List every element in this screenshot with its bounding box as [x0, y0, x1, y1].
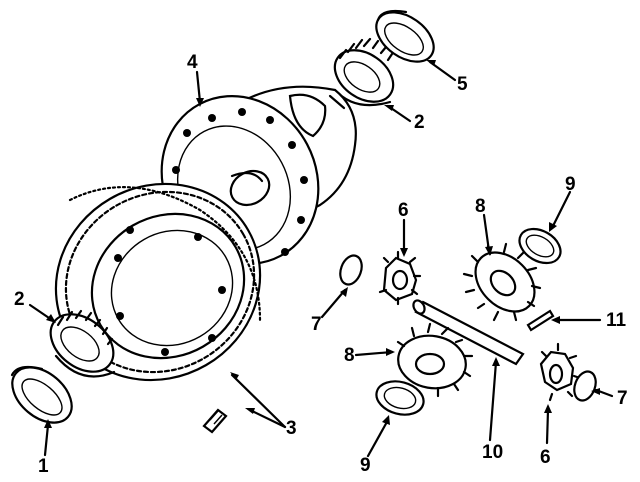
part-2-upper-bearing [333, 37, 395, 107]
callout-2-lower-bearing: 2 [14, 289, 25, 310]
part-7-thrust-washer-right [573, 370, 597, 402]
part-9-thrust-washer-lower [375, 380, 425, 416]
callout-6-upper: 6 [398, 200, 409, 221]
callout-9-lower: 9 [360, 455, 371, 476]
part-10-pinion-shaft [412, 299, 525, 366]
callout-10: 10 [482, 442, 503, 463]
part-8-side-gear-lower [396, 322, 474, 398]
part-6-pinion-gear-lower [539, 342, 582, 402]
part-9-thrust-washer-upper [518, 227, 562, 265]
leader-lines [28, 60, 614, 458]
callout-4: 4 [187, 52, 198, 73]
callout-9-upper: 9 [565, 174, 576, 195]
part-6-pinion-gear-upper [378, 250, 422, 306]
part-5-bearing-race [375, 9, 435, 63]
callout-11: 11 [606, 310, 627, 331]
callout-7-right: 7 [617, 388, 628, 409]
callout-6-lower: 6 [540, 447, 551, 468]
part-8-side-gear-upper [462, 242, 542, 322]
part-11-pin [526, 309, 555, 332]
callout-2-upper-bearing: 2 [414, 112, 425, 133]
callout-5: 5 [457, 74, 468, 95]
part-3-bolt [202, 408, 228, 434]
callout-8-lower: 8 [344, 345, 355, 366]
callout-7-left: 7 [311, 314, 322, 335]
callout-3: 3 [286, 418, 297, 439]
part-1-bearing-race [10, 365, 73, 424]
callout-1: 1 [38, 456, 49, 477]
part-7-thrust-washer-left [339, 254, 363, 286]
callout-8-upper: 8 [475, 196, 486, 217]
callout-labels: 1 2 2 3 4 5 6 6 7 7 8 8 9 9 10 11 [14, 52, 628, 477]
ring-gear [54, 182, 262, 382]
